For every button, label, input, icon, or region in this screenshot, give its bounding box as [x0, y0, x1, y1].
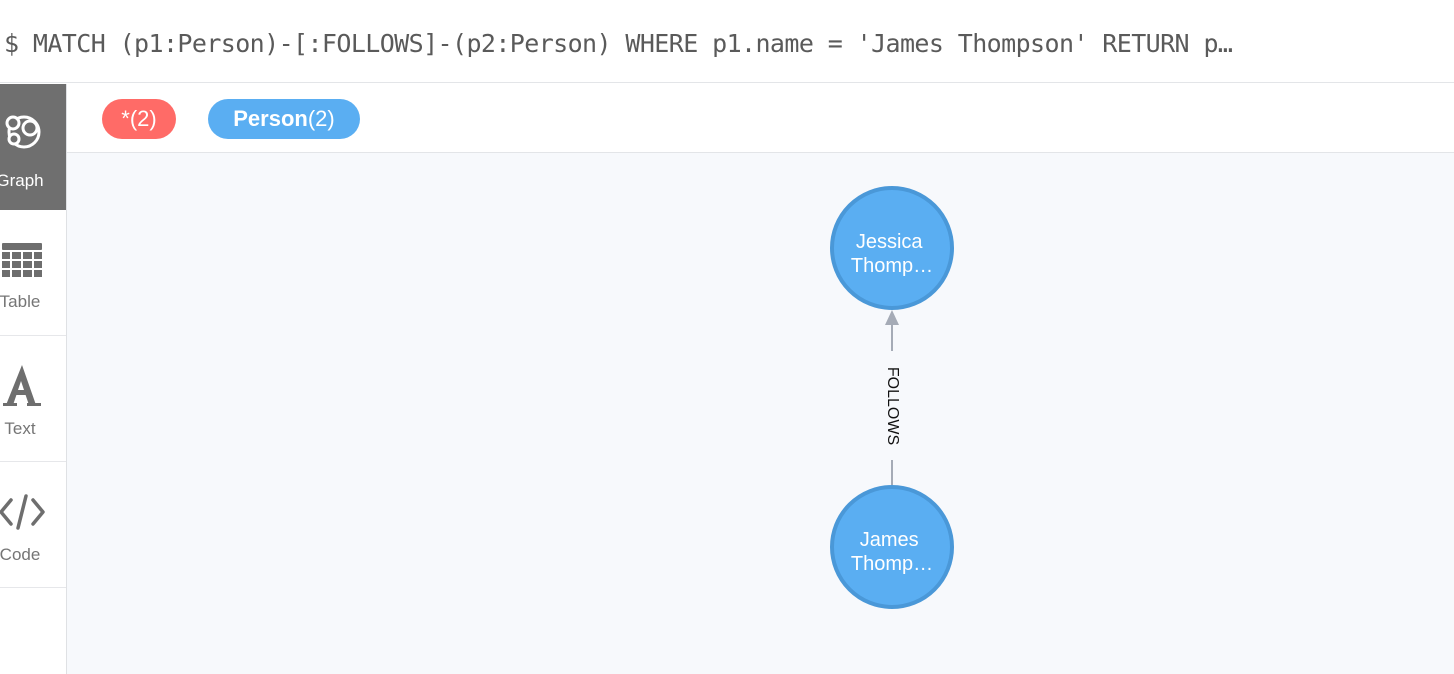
node-caption-line2: Thomp…: [851, 255, 933, 277]
node-caption: James Thomp…: [851, 529, 933, 575]
graph-node-james[interactable]: James Thomp…: [830, 485, 954, 609]
graph-canvas[interactable]: FOLLOWS Jessica Thomp… James Thomp…: [67, 153, 1454, 674]
code-icon: [0, 488, 62, 536]
legend-person-pill[interactable]: Person(2): [208, 99, 360, 139]
view-label-graph: Graph: [0, 171, 44, 190]
graph-icon: [0, 110, 62, 158]
legend-all-count: (2): [129, 106, 157, 131]
relationship-follows[interactable]: FOLLOWS: [884, 310, 901, 485]
relationship-arrowhead: [885, 310, 899, 325]
query-bar: $ MATCH (p1:Person)-[:FOLLOWS]-(p2:Perso…: [0, 0, 1454, 83]
node-caption-line2: Thomp…: [851, 553, 933, 575]
legend-all-pill[interactable]: *(2): [102, 99, 176, 139]
view-label-text: Text: [4, 419, 36, 438]
table-icon: [0, 236, 62, 284]
node-caption-line1: James: [860, 529, 919, 551]
view-sidebar: Graph: [0, 84, 67, 674]
node-caption-line1: Jessica: [856, 231, 924, 253]
relationship-label: FOLLOWS: [884, 367, 901, 445]
graph-svg: FOLLOWS Jessica Thomp… James Thomp…: [830, 186, 954, 609]
legend-all-name: *: [121, 106, 130, 131]
query-text[interactable]: $ MATCH (p1:Person)-[:FOLLOWS]-(p2:Perso…: [4, 29, 1233, 58]
view-label-table: Table: [0, 292, 41, 311]
node-circle: [830, 485, 954, 609]
view-label-code: Code: [0, 545, 41, 564]
node-caption: Jessica Thomp…: [851, 231, 933, 277]
view-button-table[interactable]: Table: [0, 210, 66, 336]
node-circle: [830, 186, 954, 310]
text-icon: [0, 362, 62, 410]
legend-bar: *(2) Person(2): [67, 84, 1454, 153]
legend-person-count: (2): [307, 106, 335, 131]
graph-node-jessica[interactable]: Jessica Thomp…: [830, 186, 954, 310]
legend-person-name: Person: [233, 106, 308, 131]
view-button-code[interactable]: Code: [0, 462, 66, 588]
view-button-graph[interactable]: Graph: [0, 84, 66, 210]
view-button-text[interactable]: Text: [0, 336, 66, 462]
